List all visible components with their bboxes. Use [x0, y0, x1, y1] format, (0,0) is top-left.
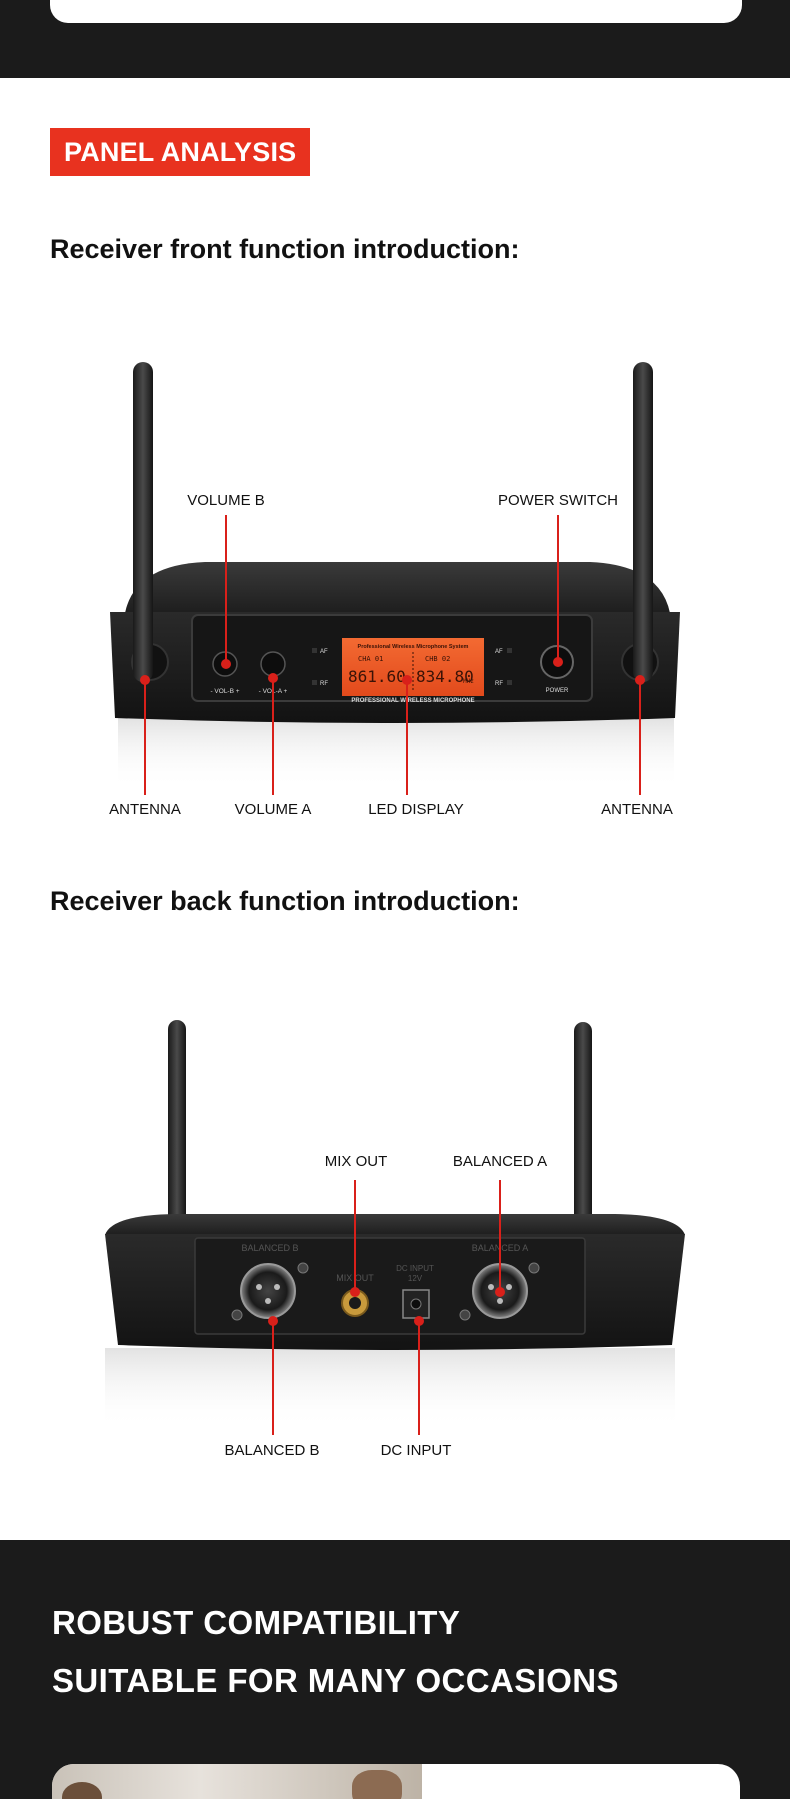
- callout-led-display: LED DISPLAY: [368, 801, 464, 818]
- body-top-back: [105, 1214, 685, 1235]
- lcd-chb: CHB 02: [425, 655, 450, 663]
- callout-volume-b: VOLUME B: [187, 492, 265, 509]
- print-dc: DC INPUT: [396, 1264, 434, 1273]
- callout-antenna-right: ANTENNA: [601, 801, 673, 818]
- knob-b-label: - VOL-B +: [210, 688, 239, 695]
- callout-dc-input: DC INPUT: [380, 1442, 452, 1459]
- xlr-b-icon: [240, 1263, 296, 1319]
- reflection: [118, 718, 674, 788]
- occasions-photo: [52, 1764, 422, 1799]
- af-led-a: [507, 648, 512, 653]
- back-heading: Receiver back function introduction:: [50, 886, 520, 916]
- callout-antenna-left: ANTENNA: [109, 801, 181, 818]
- callout-mix-out: MIX OUT: [324, 1153, 388, 1170]
- knob-a-icon: [260, 651, 286, 677]
- af-label-a: AF: [495, 649, 503, 655]
- reflection-back: [105, 1348, 675, 1428]
- occasions-title: SUITABLE FOR MANY OCCASIONS: [52, 1662, 619, 1699]
- photo-figure: [62, 1782, 102, 1799]
- photo-figure: [352, 1770, 402, 1799]
- antenna-back-right: [574, 1022, 592, 1232]
- receiver-front-image: - VOL-B + - VOL-A + AF RF Professional W…: [110, 362, 680, 795]
- lcd-freq-a: 861.60: [348, 667, 406, 686]
- antenna-left: [133, 362, 153, 682]
- print-dc-volt: 12V: [408, 1274, 423, 1283]
- rf-led-a: [507, 680, 512, 685]
- rf-led-b: [312, 680, 317, 685]
- front-heading: Receiver front function introduction:: [50, 234, 520, 264]
- af-led-b: [312, 648, 317, 653]
- callout-balanced-b: BALANCED B: [224, 1442, 320, 1459]
- lcd-cha: CHA 01: [358, 655, 383, 663]
- front-callout-lines: [144, 515, 641, 795]
- receiver-back-image: BALANCED B BALANCED A MIX OUT DC INPUT 1…: [105, 1020, 685, 1435]
- rf-label-b: RF: [320, 681, 328, 687]
- af-label-b: AF: [320, 649, 328, 655]
- rf-label-a: RF: [495, 681, 503, 687]
- lcd-display: [342, 638, 484, 696]
- front-callout-dots: [140, 657, 645, 685]
- power-label: POWER: [546, 688, 569, 694]
- compatibility-title: ROBUST COMPATIBILITY: [52, 1604, 461, 1641]
- callout-volume-a: VOLUME A: [234, 801, 312, 818]
- callout-balanced-a: BALANCED A: [452, 1153, 548, 1170]
- top-band: [0, 0, 790, 78]
- lcd-system-title: Professional Wireless Microphone System: [358, 644, 469, 650]
- back-callout-lines: [272, 1180, 501, 1435]
- back-callout-dots: [268, 1287, 505, 1326]
- brand-strip: PROFESSIONAL WIRELESS MICROPHONE: [351, 698, 474, 704]
- top-card: [50, 0, 742, 23]
- bottom-band: [0, 1540, 790, 1799]
- callout-power-switch: POWER SWITCH: [498, 492, 618, 509]
- section-badge: PANEL ANALYSIS: [50, 128, 311, 176]
- print-balanced-b: BALANCED B: [241, 1243, 298, 1253]
- occasions-photo-card: [52, 1764, 740, 1799]
- body-top: [125, 562, 670, 613]
- antenna-back-left: [168, 1020, 186, 1230]
- antenna-right: [633, 362, 653, 682]
- lcd-freq-b: 834.80: [416, 667, 474, 686]
- lcd-unit: MHz: [463, 678, 474, 685]
